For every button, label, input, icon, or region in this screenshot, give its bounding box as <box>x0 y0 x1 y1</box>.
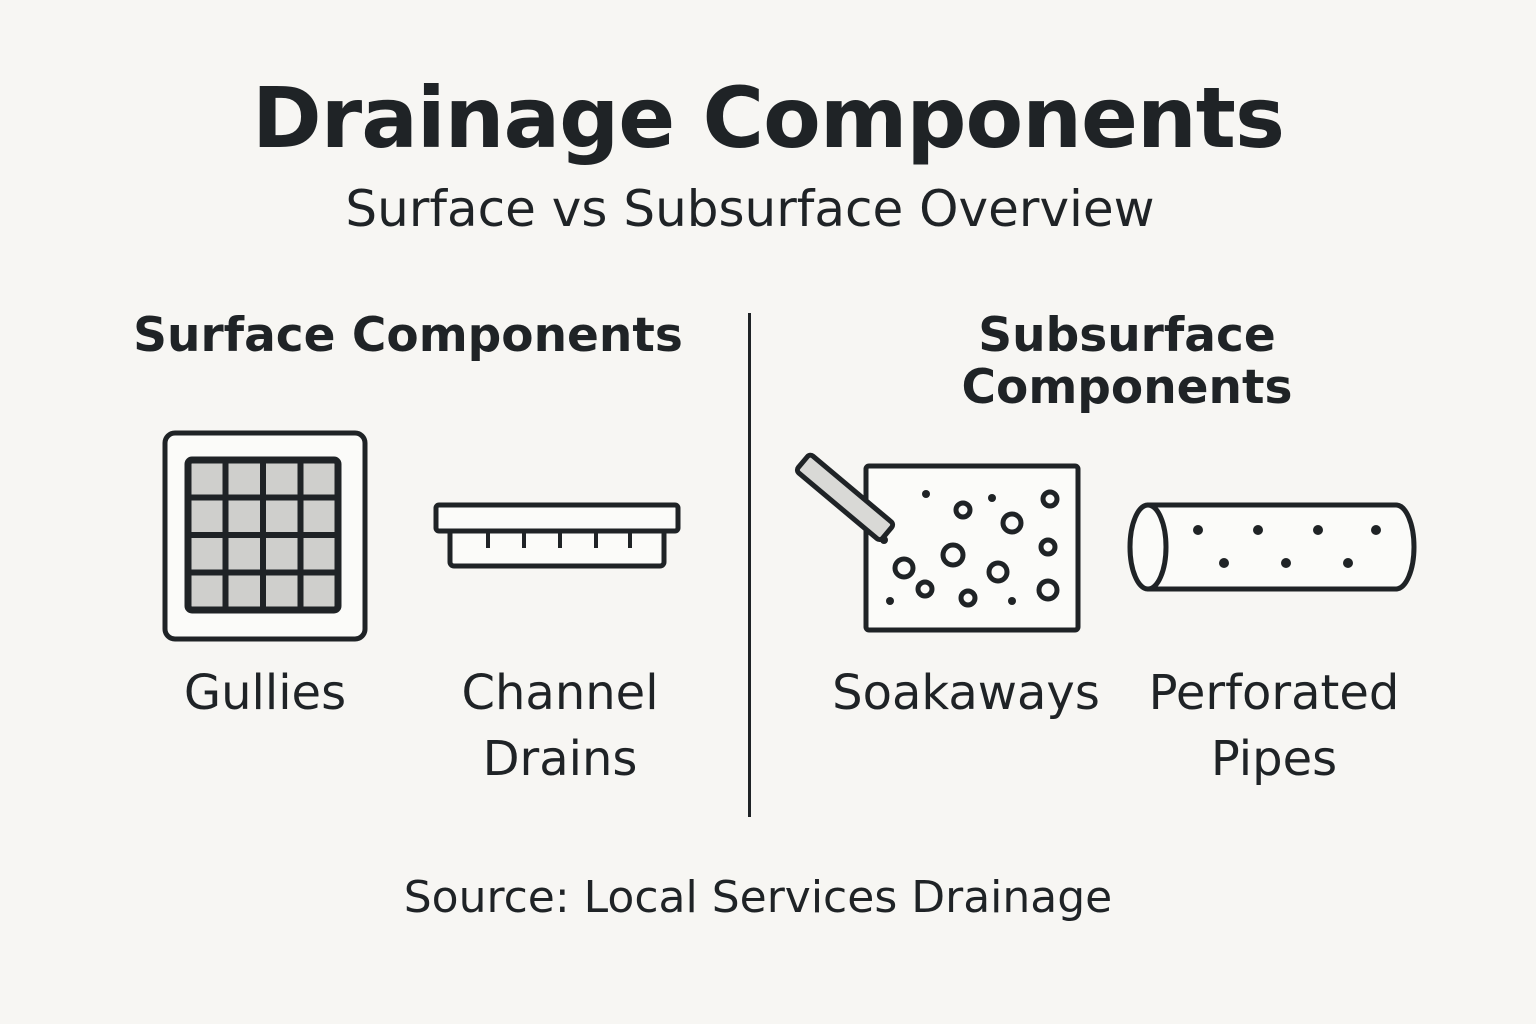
perforated-pipes-label-line-1: Perforated <box>1148 665 1400 721</box>
subsurface-section-heading: Subsurface Components <box>961 308 1293 415</box>
channel-drains-label-line-1: Channel <box>461 665 659 721</box>
soakaways-label-line: Soakaways <box>832 665 1100 721</box>
soakaways-label: Soakaways <box>810 660 1122 726</box>
channel-drain-icon <box>433 502 681 569</box>
gully-grate-icon <box>162 430 368 642</box>
gullies-label: Gullies <box>140 660 390 726</box>
perforated-pipes-label-line-2: Pipes <box>1210 731 1338 787</box>
soakaway-icon <box>794 452 1081 633</box>
gullies-label-line: Gullies <box>183 665 347 721</box>
perforated-pipe-icon <box>1127 502 1417 592</box>
source-caption: Source: Local Services Drainage <box>403 872 1113 923</box>
channel-drains-label-line-2: Drains <box>482 731 638 787</box>
channel-drains-label: Channel Drains <box>420 660 700 792</box>
surface-section-heading: Surface Components <box>133 308 683 363</box>
perforated-pipes-label: Perforated Pipes <box>1126 660 1422 792</box>
section-divider <box>748 313 751 817</box>
page-subtitle: Surface vs Subsurface Overview <box>345 180 1155 238</box>
page-title: Drainage Components <box>252 69 1285 167</box>
